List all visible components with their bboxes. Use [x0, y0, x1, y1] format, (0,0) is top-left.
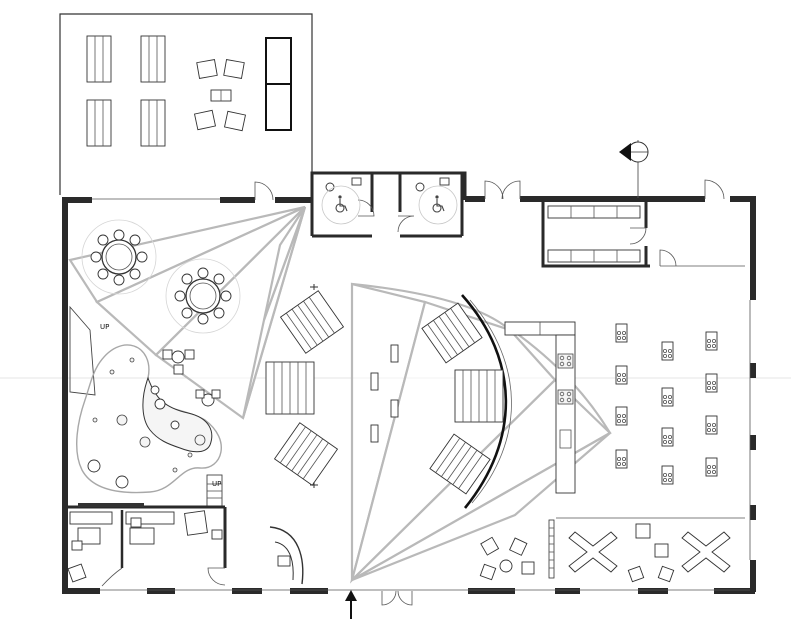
appliance-unit	[661, 427, 674, 447]
x-table	[568, 531, 618, 573]
back-of-house	[541, 179, 745, 268]
appliance-unit	[661, 387, 674, 407]
display-benches-left	[265, 284, 345, 488]
x-table	[681, 531, 731, 573]
appliance-unit	[615, 365, 628, 385]
appliance-unit	[615, 449, 628, 469]
upper-annex	[59, 13, 313, 195]
service-counter	[504, 321, 576, 494]
stair-up-bottom: UP	[206, 474, 223, 508]
appliance-unit	[705, 373, 718, 393]
cafe-area	[479, 517, 745, 583]
display-benches-right	[421, 302, 504, 495]
exterior-walls	[62, 196, 756, 594]
curved-screen-wall	[461, 294, 512, 509]
display-plinths	[370, 344, 399, 443]
stair-label-up: UP	[212, 480, 221, 488]
appliance-unit	[705, 415, 718, 435]
appliance-unit	[661, 341, 674, 361]
appliance-unit	[705, 331, 718, 351]
lounge-set	[193, 59, 247, 132]
restroom-block	[254, 171, 521, 238]
appliance-unit	[661, 465, 674, 485]
section-marker-icon	[619, 140, 649, 198]
appliance-unit	[615, 406, 628, 426]
round-table-1	[81, 219, 157, 295]
stair-label-up: UP	[100, 323, 109, 331]
stair-up-top: UP	[69, 305, 109, 396]
main-entrance	[345, 590, 413, 619]
appliance-unit	[705, 457, 718, 477]
sightline-fans	[68, 205, 612, 584]
small-table-set	[162, 349, 221, 407]
appliance-unit	[615, 323, 628, 343]
round-table-2	[165, 258, 241, 334]
bench-group	[86, 35, 166, 147]
arrow-up-icon	[345, 590, 357, 619]
wheelchair-icon	[432, 195, 445, 213]
reception-desk	[269, 526, 304, 585]
organic-seating-area	[76, 344, 222, 494]
appliance-grid	[615, 323, 718, 485]
wheelchair-icon	[335, 195, 348, 213]
office-block	[66, 503, 227, 587]
